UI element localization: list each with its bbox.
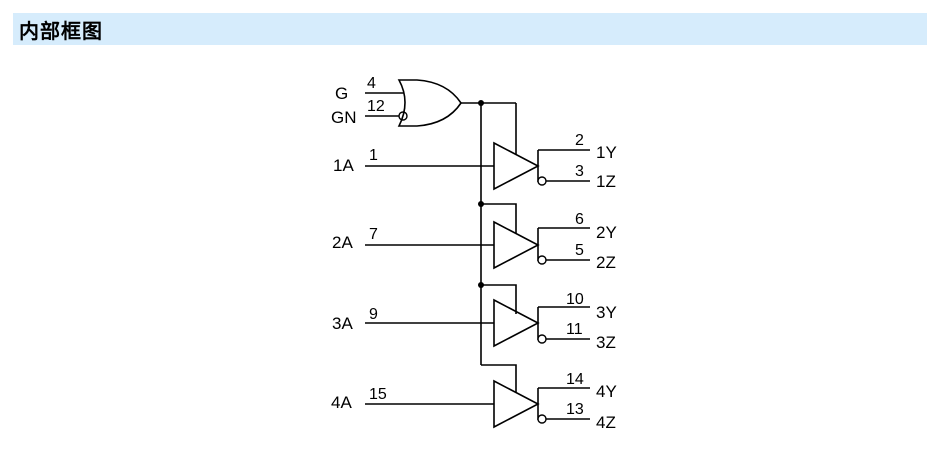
or-gate-body xyxy=(397,79,462,127)
driver-1-y-pin: 2 xyxy=(575,132,584,149)
driver-4-buffer xyxy=(493,379,540,429)
driver-2-z-bubble xyxy=(537,255,547,265)
driver-1-z-pin: 3 xyxy=(575,163,584,180)
g-label: G xyxy=(335,84,348,103)
driver-4-z-pin: 13 xyxy=(566,401,584,418)
driver-4-z-bubble xyxy=(537,414,547,424)
driver-3-z-pin: 11 xyxy=(566,321,583,338)
driver-1-z-bubble xyxy=(537,176,547,186)
driver-3-z-label: 3Z xyxy=(596,333,616,352)
driver-2-enable-wire xyxy=(481,203,517,233)
driver-2-z-label: 2Z xyxy=(596,253,616,272)
driver-1-z-label: 1Z xyxy=(596,172,616,191)
gn-label: GN xyxy=(331,108,357,127)
section-header: 内部框图 xyxy=(13,13,927,45)
driver-3-buffer xyxy=(493,298,540,348)
driver-3 xyxy=(365,282,590,348)
driver-3-enable-wire xyxy=(481,284,517,314)
driver-4-y-pin: 14 xyxy=(566,371,584,388)
driver-1-input-label: 1A xyxy=(333,156,354,175)
or-gate xyxy=(365,79,516,365)
driver-1-input-pin: 1 xyxy=(369,147,378,164)
driver-3-input-label: 3A xyxy=(332,314,353,333)
driver-2-input-label: 2A xyxy=(332,233,353,252)
driver-4-y-label: 4Y xyxy=(596,382,617,401)
driver-4 xyxy=(365,364,590,429)
g-pin-number: 4 xyxy=(367,75,376,92)
driver-3-input-pin: 9 xyxy=(369,306,378,323)
driver-4-input-pin: 15 xyxy=(369,386,387,403)
junction-dot xyxy=(478,100,484,106)
driver-2-z-pin: 5 xyxy=(575,242,584,259)
driver-1-y-label: 1Y xyxy=(596,143,617,162)
section-title: 内部框图 xyxy=(19,18,103,43)
driver-2-y-label: 2Y xyxy=(596,223,617,242)
driver-3-z-bubble xyxy=(537,334,547,344)
driver-2-input-pin: 7 xyxy=(369,226,378,243)
driver-2 xyxy=(365,201,590,270)
driver-4-z-label: 4Z xyxy=(596,413,616,432)
driver-2-y-pin: 6 xyxy=(575,211,584,228)
driver-4-input-label: 4A xyxy=(331,393,352,412)
gn-pin-number: 12 xyxy=(367,98,385,115)
driver-3-y-pin: 10 xyxy=(566,291,584,308)
driver-2-buffer xyxy=(493,220,540,270)
driver-1 xyxy=(365,103,590,191)
driver-4-enable-wire xyxy=(481,364,517,393)
driver-3-y-label: 3Y xyxy=(596,303,617,322)
